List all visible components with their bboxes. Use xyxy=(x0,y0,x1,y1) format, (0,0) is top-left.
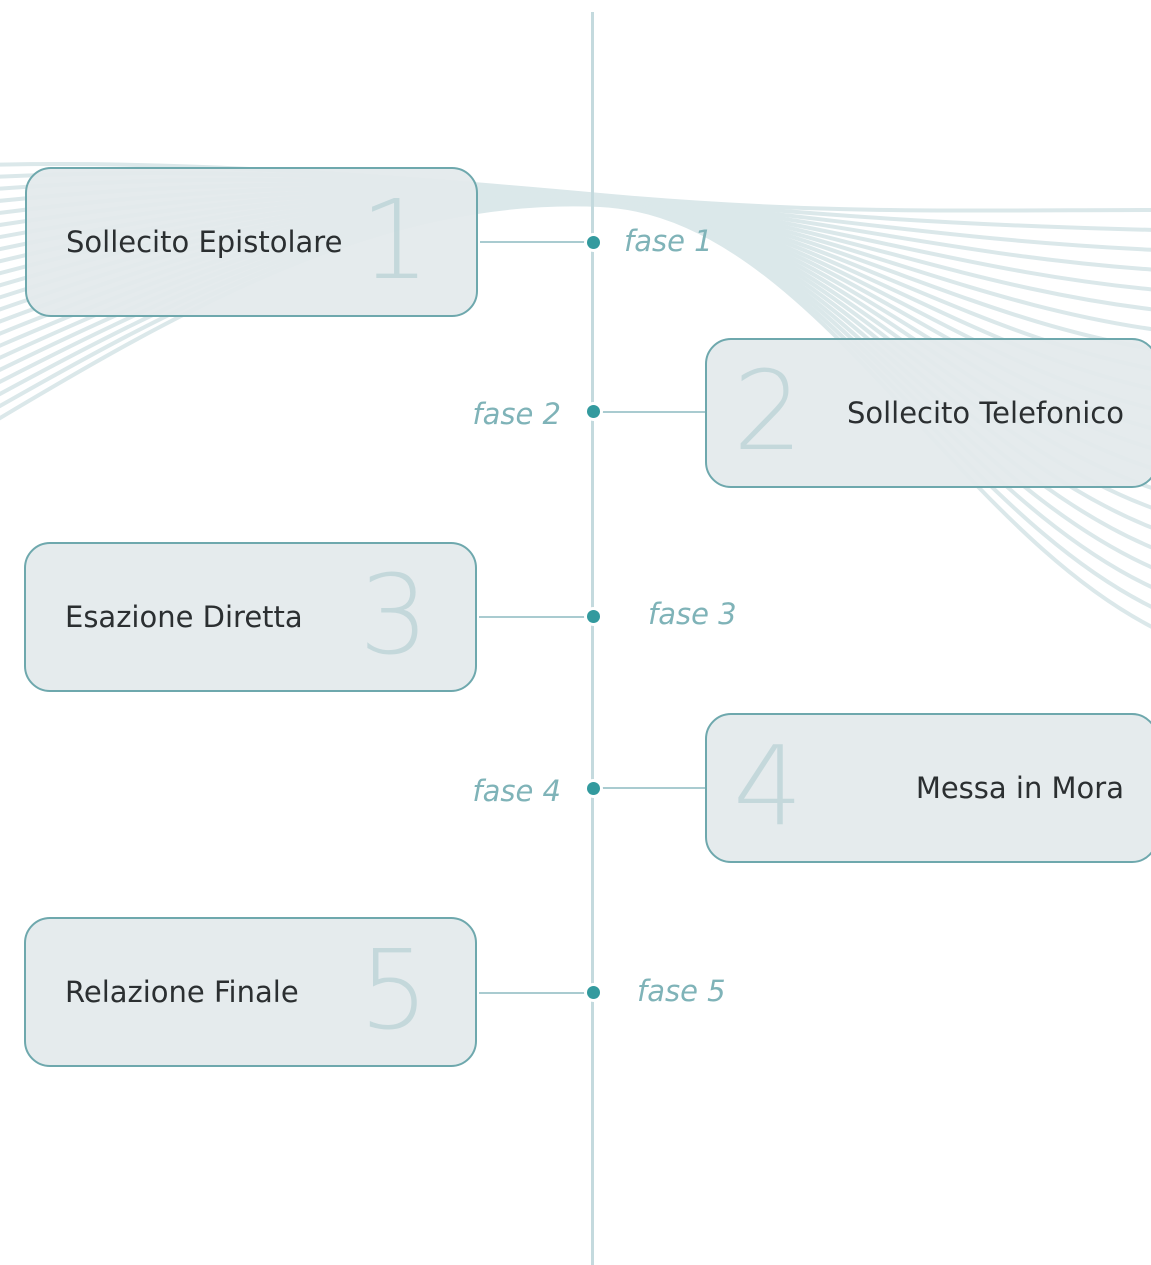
phase-label-4: fase 4 xyxy=(472,774,561,808)
phase-number-1: 1 xyxy=(360,175,430,304)
phase-label-5: fase 5 xyxy=(637,974,726,1008)
phase-number-5: 5 xyxy=(359,925,429,1054)
phase-card-1[interactable]: Sollecito Epistolare 1 xyxy=(25,167,478,317)
connector-phase-2 xyxy=(593,411,707,413)
phase-card-4[interactable]: 4 Messa in Mora xyxy=(705,713,1151,863)
phase-label-3: fase 3 xyxy=(648,597,737,631)
timeline-dot-phase-2 xyxy=(587,405,600,418)
phase-card-2[interactable]: 2 Sollecito Telefonico xyxy=(705,338,1151,488)
phase-title-1: Sollecito Epistolare xyxy=(66,225,343,259)
timeline-axis xyxy=(591,12,594,1265)
phase-title-5: Relazione Finale xyxy=(65,975,299,1009)
connector-phase-4 xyxy=(593,787,707,789)
phase-title-4: Messa in Mora xyxy=(915,771,1124,805)
phase-title-3: Esazione Diretta xyxy=(65,600,303,634)
connector-phase-3 xyxy=(479,616,592,618)
phase-number-4: 4 xyxy=(733,721,803,850)
connector-phase-1 xyxy=(480,241,592,243)
phase-card-5[interactable]: Relazione Finale 5 xyxy=(24,917,477,1067)
phase-label-2: fase 2 xyxy=(472,397,561,431)
timeline-dot-phase-4 xyxy=(587,782,600,795)
phase-number-3: 3 xyxy=(359,550,429,679)
phase-number-2: 2 xyxy=(733,346,803,475)
timeline-dot-phase-1 xyxy=(587,236,600,249)
timeline-dot-phase-5 xyxy=(587,986,600,999)
phase-card-3[interactable]: Esazione Diretta 3 xyxy=(24,542,477,692)
timeline-dot-phase-3 xyxy=(587,610,600,623)
phase-title-2: Sollecito Telefonico xyxy=(846,396,1124,430)
connector-phase-5 xyxy=(479,992,592,994)
phase-label-1: fase 1 xyxy=(624,224,713,258)
